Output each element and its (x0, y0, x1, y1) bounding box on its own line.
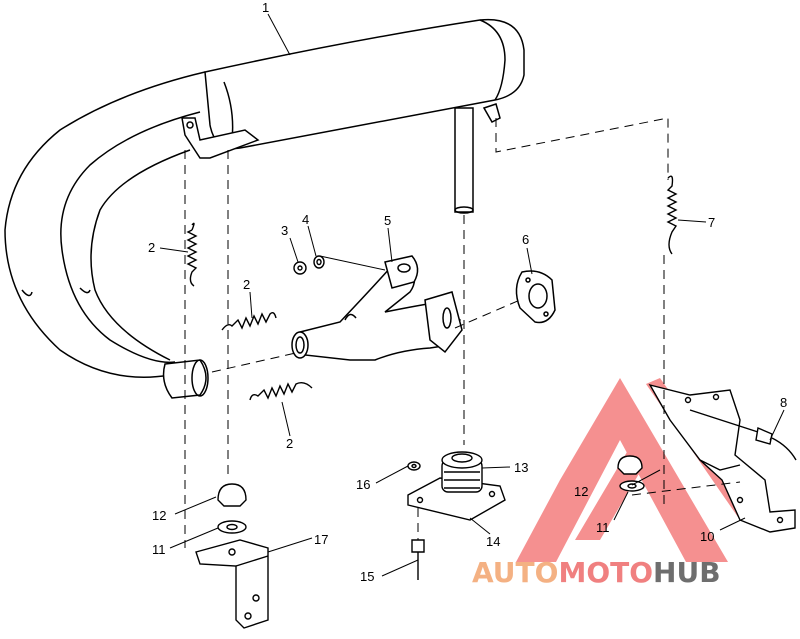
callout-12-left: 12 (152, 508, 166, 523)
left-mount (195, 483, 269, 629)
callout-2-lower: 2 (286, 436, 293, 451)
gasket (515, 270, 556, 324)
callout-4: 4 (302, 212, 309, 227)
springs (186, 175, 678, 401)
muffler (4, 18, 525, 399)
callout-3: 3 (281, 223, 288, 238)
callout-11-right: 11 (596, 520, 610, 535)
callout-11-left: 11 (152, 542, 166, 557)
nut-washer (293, 255, 325, 275)
callout-16: 16 (356, 477, 370, 492)
leader-lines (159, 13, 785, 577)
callout-12-right: 12 (574, 484, 588, 499)
watermark-auto-part: AUTO (472, 556, 558, 589)
callout-2-left: 2 (148, 240, 155, 255)
callout-1: 1 (262, 0, 269, 15)
y-pipe (291, 255, 463, 361)
callout-15: 15 (360, 569, 374, 584)
watermark-triangle-inner (575, 430, 706, 540)
callouts: 1 2 2 2 3 4 5 6 7 8 10 11 11 12 12 13 14… (148, 0, 787, 584)
callout-17: 17 (314, 532, 328, 547)
callout-5: 5 (384, 213, 391, 228)
callout-2-middle: 2 (243, 277, 250, 292)
assembly-guide-lines (184, 117, 741, 548)
callout-13: 13 (514, 460, 528, 475)
callout-14: 14 (486, 534, 500, 549)
watermark-auto: AUTOMOTOHUB (472, 556, 721, 589)
watermark-moto-part: MOTO (558, 556, 653, 589)
callout-6: 6 (522, 232, 529, 247)
callout-10: 10 (700, 529, 714, 544)
right-bracket (617, 383, 797, 533)
callout-8: 8 (780, 395, 787, 410)
center-mount (407, 451, 506, 580)
watermark-hub-part: HUB (653, 556, 721, 589)
callout-7: 7 (708, 215, 715, 230)
watermark-text: AUTOMOTOHUB (472, 556, 721, 589)
